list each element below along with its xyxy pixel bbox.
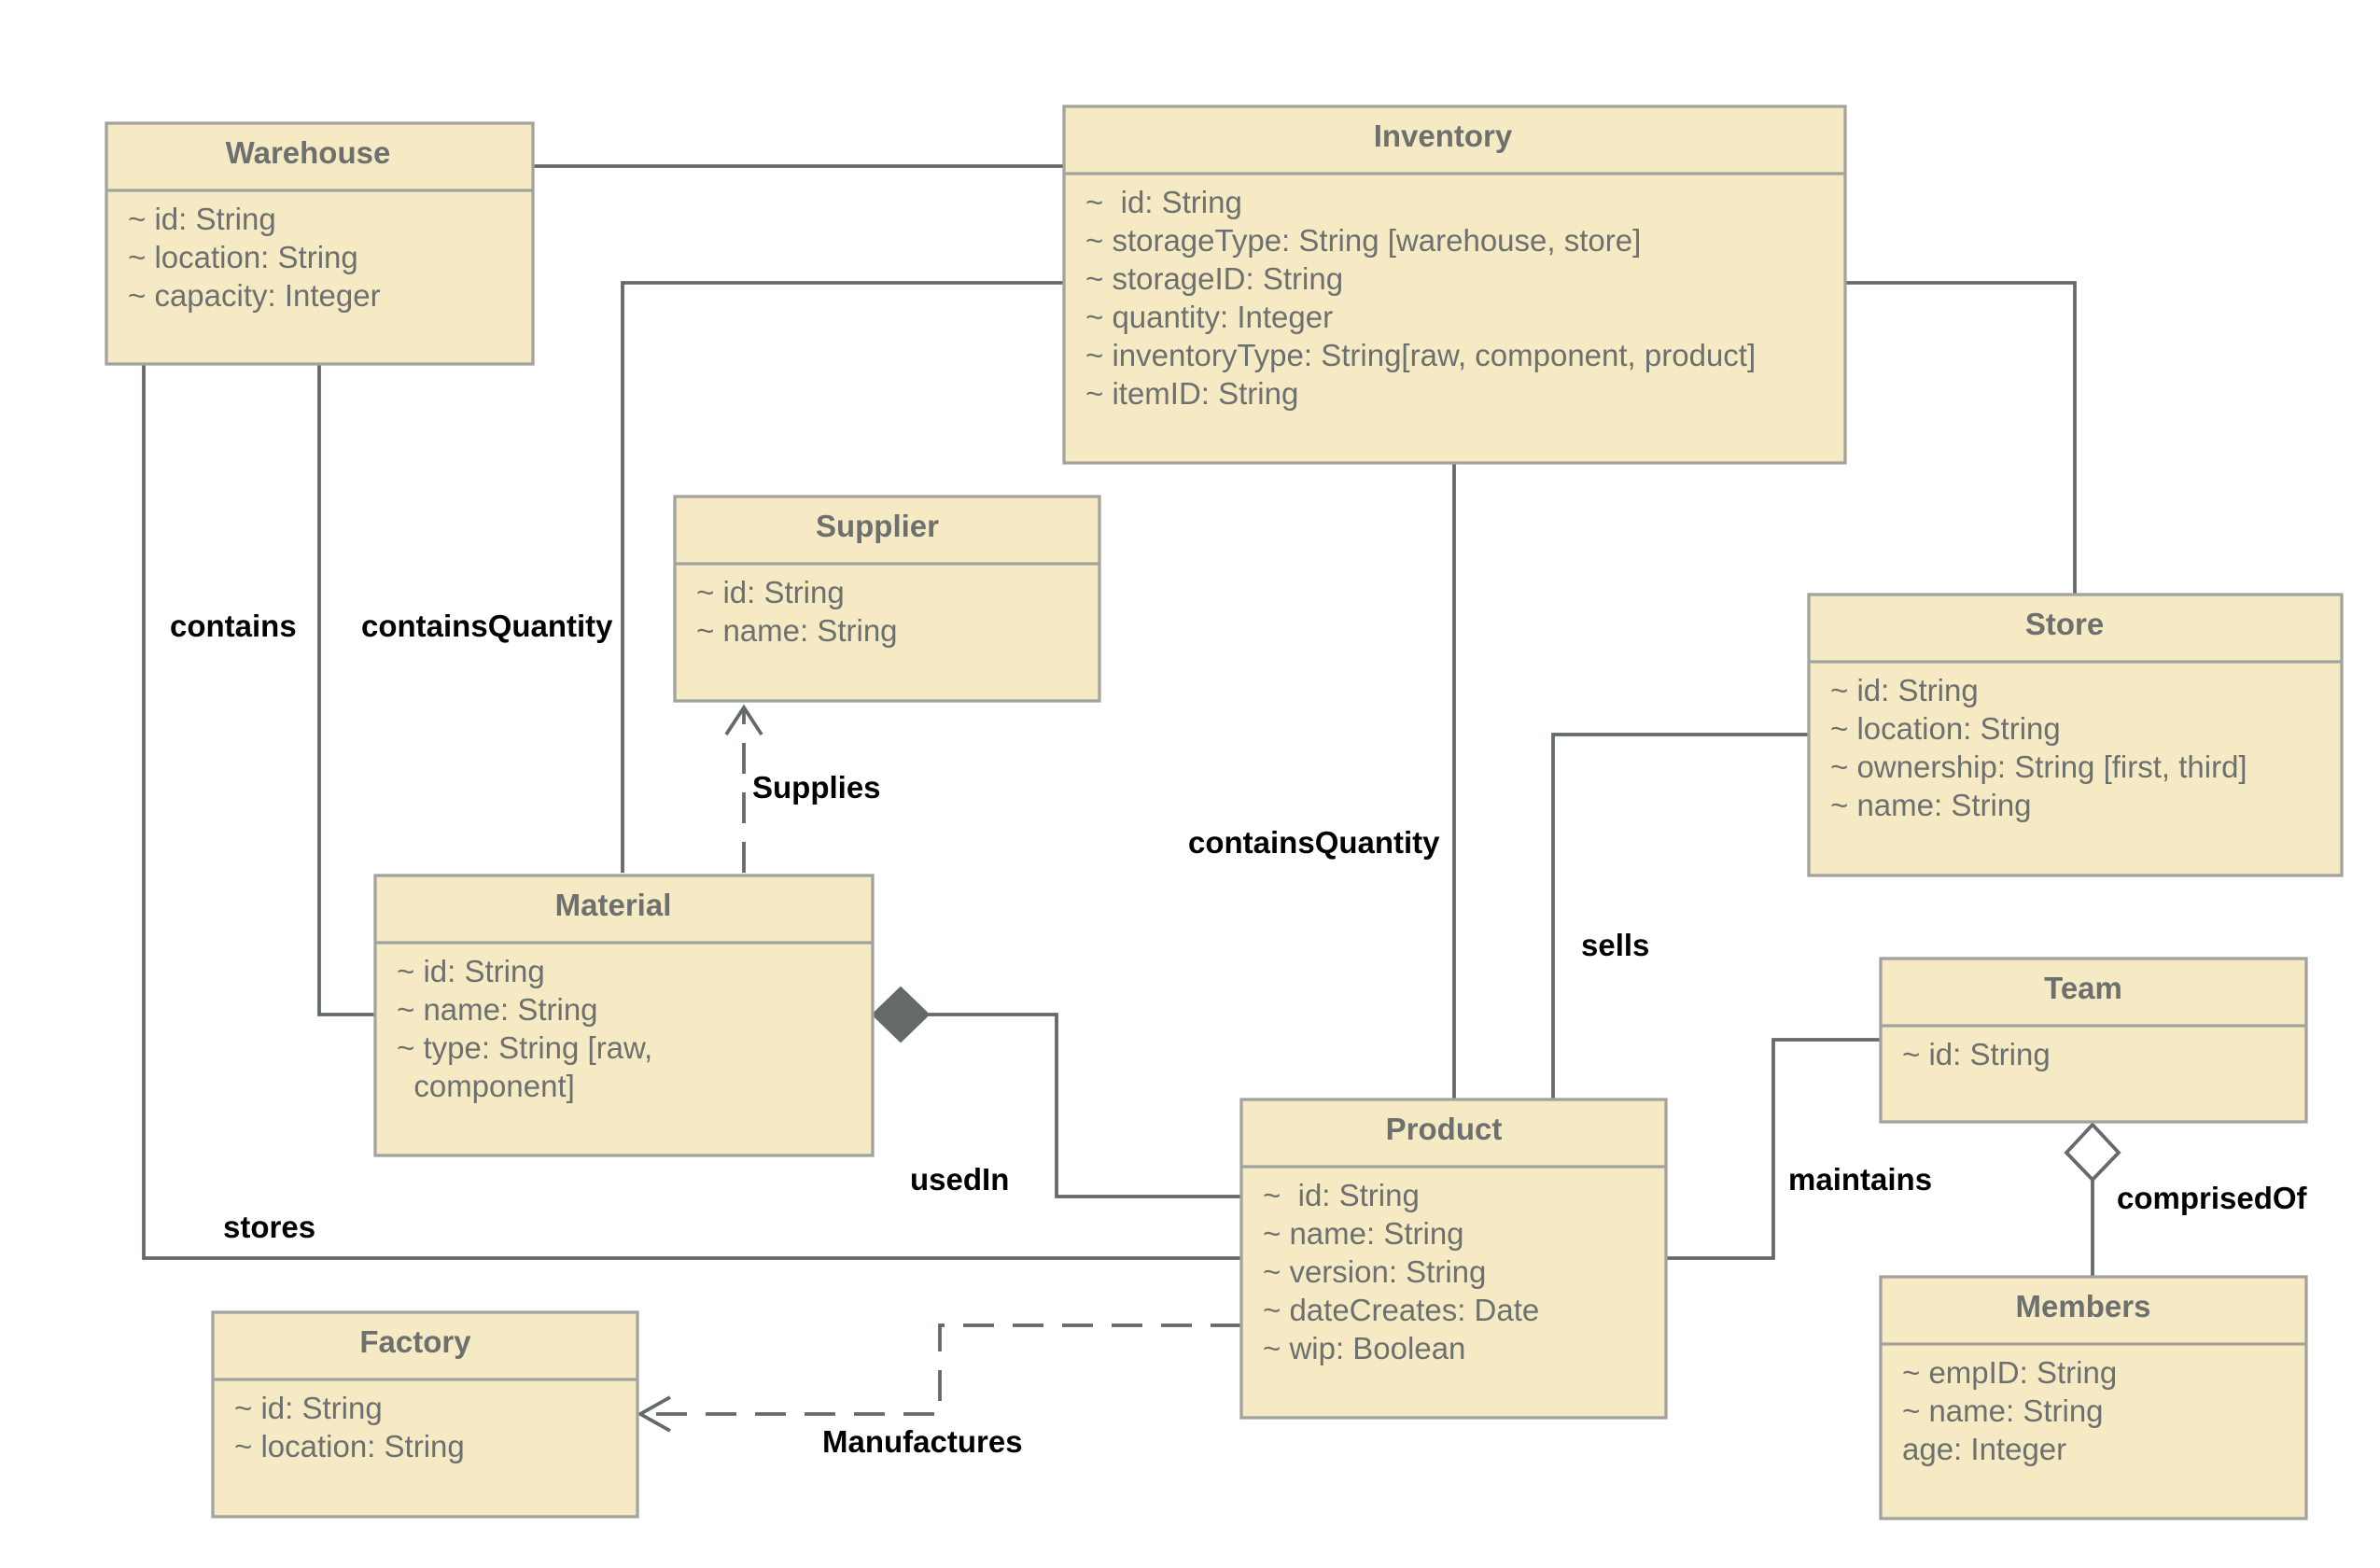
class-title: Team (2044, 971, 2122, 1005)
class-attribute: ~ capacity: Integer (128, 278, 381, 313)
class-material[interactable]: Material ~ id: String ~ name: String ~ t… (373, 874, 875, 1157)
class-attribute: ~ name: String (696, 613, 898, 648)
class-attribute: ~ itemID: String (1085, 376, 1298, 411)
class-attribute: ~ name: String (1902, 1393, 2104, 1428)
edge-used-in (929, 1013, 1241, 1198)
class-members[interactable]: Members ~ empID: String ~ name: String a… (1879, 1275, 2308, 1520)
class-attribute: component] (397, 1069, 575, 1103)
class-factory[interactable]: Factory ~ id: String ~ location: String (211, 1310, 639, 1519)
label-manufactures: Manufactures (822, 1424, 1023, 1459)
manufactures-arrowhead-icon (637, 1395, 671, 1433)
class-title: Store (2025, 607, 2104, 641)
class-attribute: ~ name: String (1263, 1216, 1464, 1251)
class-attribute: age: Integer (1902, 1432, 2066, 1466)
edge-inventory-store (1845, 281, 2077, 595)
label-sells: sells (1581, 928, 1649, 962)
label-maintains: maintains (1788, 1162, 1932, 1197)
label-contains-quantity-material: containsQuantity (361, 609, 613, 643)
class-attribute: ~ id: String (1085, 185, 1242, 219)
label-comprised-of: comprisedOf (2117, 1181, 2308, 1215)
class-attribute: ~ id: String (1902, 1037, 2051, 1071)
class-attribute: ~ type: String [raw, (397, 1030, 652, 1065)
class-attribute: ~ name: String (1830, 788, 2032, 822)
class-attribute: ~ storageID: String (1085, 261, 1343, 296)
class-attribute: ~ quantity: Integer (1085, 300, 1333, 334)
class-attribute: ~ storageType: String [warehouse, store] (1085, 223, 1641, 258)
class-attribute: ~ location: String (234, 1429, 465, 1463)
label-used-in: usedIn (910, 1162, 1009, 1197)
composition-diamond-icon (871, 986, 931, 1043)
edge-stores (142, 364, 1241, 1260)
class-attribute: ~ version: String (1263, 1254, 1486, 1289)
label-contains: contains (170, 609, 297, 643)
label-supplies: Supplies (752, 770, 881, 805)
class-title: Warehouse (226, 135, 391, 170)
class-attribute: ~ ownership: String [first, third] (1830, 749, 2247, 784)
class-team[interactable]: Team ~ id: String (1879, 957, 2308, 1124)
class-attribute: ~ id: String (397, 954, 545, 988)
class-supplier[interactable]: Supplier ~ id: String ~ name: String (673, 495, 1101, 703)
class-title: Supplier (816, 509, 939, 543)
class-store[interactable]: Store ~ id: String ~ location: String ~ … (1807, 593, 2344, 877)
supplies-arrowhead-icon (724, 704, 763, 736)
class-attribute: ~ inventoryType: String[raw, component, … (1085, 338, 1756, 372)
class-title: Product (1386, 1112, 1503, 1146)
label-contains-quantity-product: containsQuantity (1188, 825, 1440, 860)
class-attribute: ~ dateCreates: Date (1263, 1293, 1539, 1327)
class-attribute: ~ id: String (234, 1391, 383, 1425)
edge-sells (1551, 733, 1809, 1099)
class-warehouse[interactable]: Warehouse ~ id: String ~ location: Strin… (105, 121, 535, 366)
edge-manufactures (640, 1323, 1241, 1416)
edge-contains (317, 364, 375, 1016)
class-inventory[interactable]: Inventory ~ id: String ~ storageType: St… (1062, 105, 1847, 465)
class-title: Members (2016, 1289, 2151, 1323)
class-attribute: ~ id: String (1830, 673, 1979, 707)
class-attribute: ~ id: String (696, 575, 845, 609)
class-attribute: ~ id: String (1263, 1178, 1420, 1212)
class-attribute: ~ id: String (128, 202, 276, 236)
class-attribute: ~ empID: String (1902, 1355, 2117, 1390)
aggregation-diamond-icon (2064, 1122, 2121, 1183)
class-attribute: ~ name: String (397, 992, 598, 1027)
class-attribute: ~ wip: Boolean (1263, 1331, 1465, 1365)
class-title: Material (555, 888, 672, 922)
class-title: Inventory (1374, 119, 1513, 153)
label-stores: stores (223, 1210, 315, 1244)
edge-maintains (1666, 1038, 1881, 1260)
edge-contains-quantity-material (621, 281, 1064, 873)
class-attribute: ~ location: String (1830, 711, 2061, 746)
class-attribute: ~ location: String (128, 240, 358, 274)
class-product[interactable]: Product ~ id: String ~ name: String ~ ve… (1239, 1098, 1668, 1420)
class-title: Factory (359, 1324, 471, 1359)
